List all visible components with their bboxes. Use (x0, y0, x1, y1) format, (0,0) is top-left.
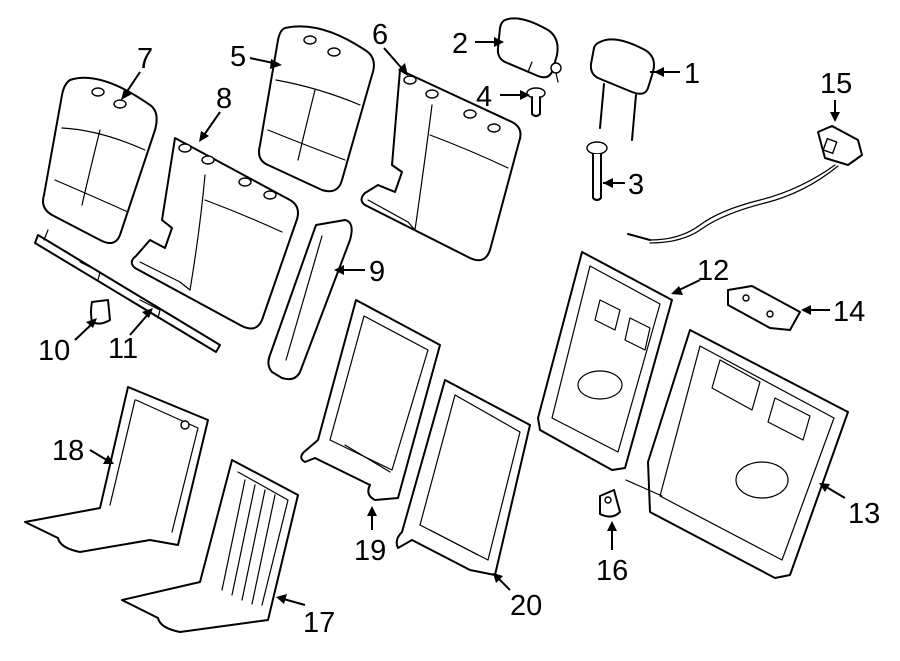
callout-18: 18 (52, 435, 84, 467)
callout-6: 6 (372, 19, 388, 51)
callout-8: 8 (216, 83, 232, 115)
part-6-backrest-frame-right (360, 69, 522, 262)
callout-3: 3 (628, 169, 644, 201)
part-4-headrest-guide (526, 87, 546, 117)
part-1-headrest (589, 38, 655, 141)
callout-19: 19 (354, 535, 386, 567)
callout-11: 11 (108, 333, 138, 365)
part-9-side-bolster (267, 219, 353, 381)
callout-15: 15 (820, 68, 852, 100)
callout-17: 17 (303, 607, 335, 639)
part-17-seat-cushion-frame-right (121, 459, 299, 633)
part-16-clip (599, 489, 621, 518)
part-2-center-headrest (496, 17, 562, 83)
callout-9: 9 (369, 256, 385, 288)
callout-7: 7 (137, 43, 153, 75)
callout-20: 20 (510, 590, 542, 622)
callout-labels: 1 2 3 4 5 6 7 8 9 10 11 12 13 14 15 16 1… (38, 19, 880, 639)
callout-12: 12 (697, 255, 729, 287)
callout-5: 5 (230, 41, 246, 73)
callout-1: 1 (684, 58, 700, 90)
callout-4: 4 (476, 81, 492, 113)
part-18-seat-cushion-frame-left (24, 386, 209, 553)
part-20-backrest-panel (395, 379, 531, 576)
callout-2: 2 (452, 28, 468, 60)
callout-16: 16 (596, 555, 628, 587)
callout-10: 10 (38, 335, 70, 367)
part-7-backrest-cushion-left (42, 76, 158, 245)
part-5-backrest-cushion-center (258, 25, 375, 193)
callout-13: 13 (848, 498, 880, 530)
part-3-headrest-guide-sleeve (586, 141, 608, 201)
part-15-release-cable (627, 125, 863, 244)
part-14-latch-bracket (727, 285, 801, 331)
callout-14: 14 (833, 296, 865, 328)
part-13-backrest-frame-structure-large (625, 329, 849, 579)
part-19-backrest-frame (300, 299, 441, 501)
leaders (74, 37, 846, 606)
part-8-backrest-frame-left (130, 137, 299, 330)
part-11-trim-strip (34, 229, 221, 353)
part-12-backrest-frame-structure (537, 251, 673, 471)
